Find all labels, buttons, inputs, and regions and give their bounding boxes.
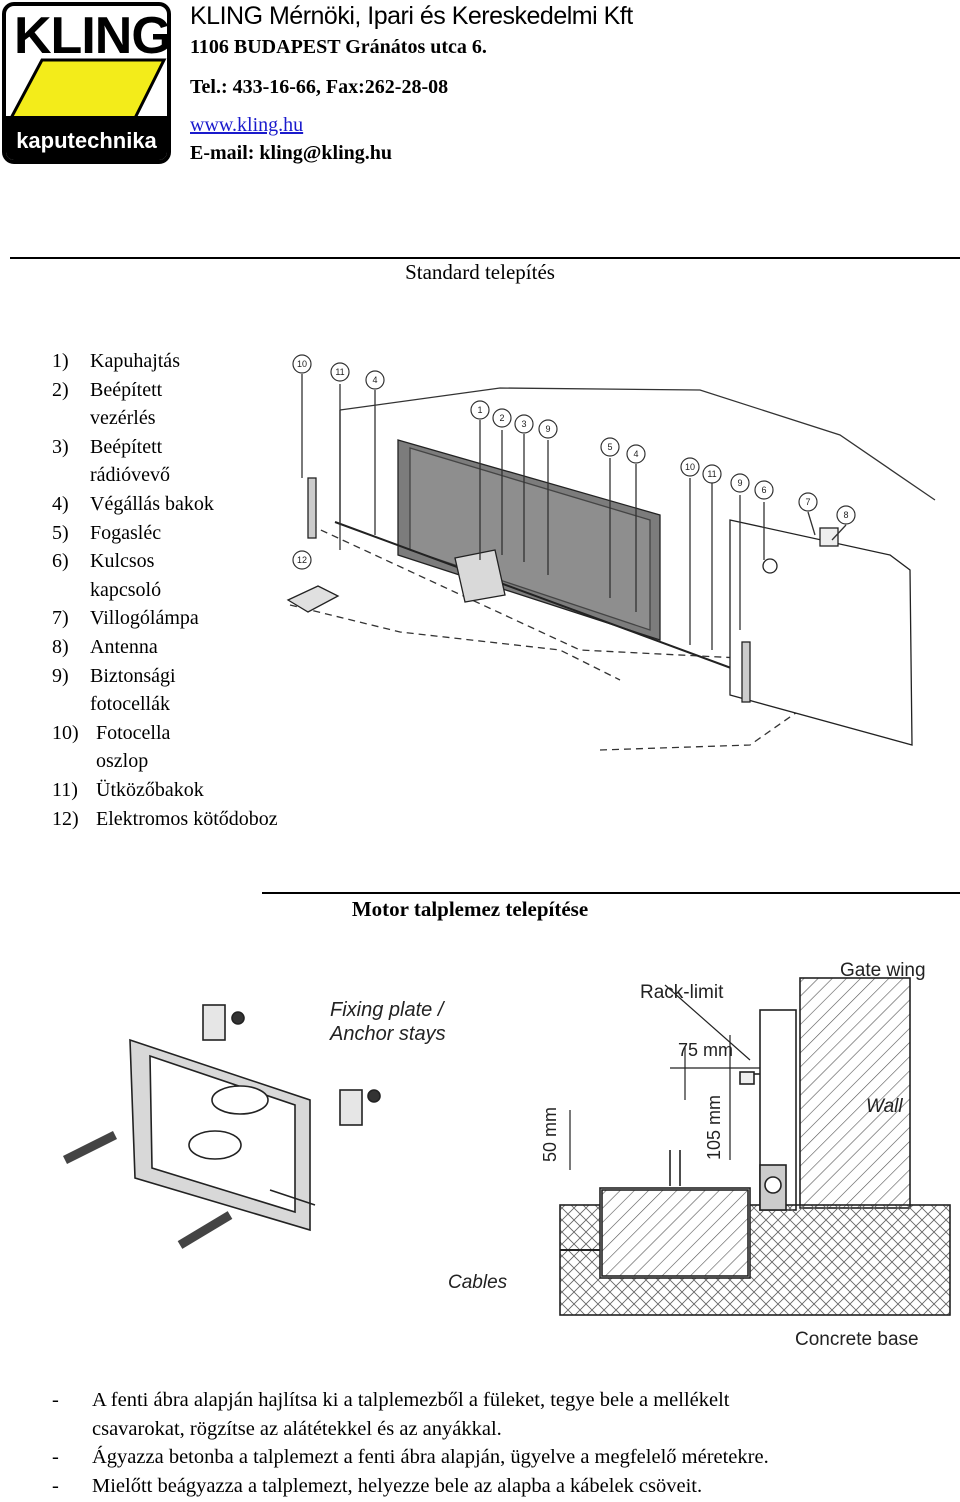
section2-title: Motor talplemez telepítése — [351, 897, 589, 921]
step-item: -Mielőtt beágyazza a talplemezt, helyezz… — [52, 1474, 703, 1497]
installation-steps: -A fenti ábra alapján hajlítsa ki a talp… — [52, 1386, 952, 1500]
callout-9: 9 — [545, 424, 550, 434]
wall-label: Wall — [866, 1096, 903, 1117]
step-item: csavarokat, rögzítse az alátétekkel és a… — [92, 1417, 502, 1440]
legend-item: 2)Beépített — [52, 378, 163, 401]
company-email: E-mail: kling@kling.hu — [190, 142, 393, 164]
fixing-plate-label: Fixing plate / — [330, 999, 446, 1021]
callout-11b: 11 — [707, 469, 716, 479]
logo-subtitle: kaputechnika — [16, 128, 157, 153]
legend-item: 6)Kulcsos — [52, 550, 155, 573]
legend-item: 8)Antenna — [52, 635, 158, 658]
legend-item: 12)Elektromos kötődoboz — [52, 807, 278, 830]
anchor-stays-label: Anchor stays — [329, 1023, 446, 1045]
legend-item: kapcsoló — [90, 578, 162, 601]
logo-bar — [6, 116, 167, 160]
cables-label: Cables — [448, 1272, 508, 1293]
legend-item: 7)Villogólámpa — [52, 607, 199, 630]
callout-4: 4 — [372, 375, 377, 385]
standard-installation-diagram: 10 11 4 1 2 3 9 5 4 10 11 9 6 7 8 12 — [286, 354, 936, 751]
logo-word: KLING — [14, 7, 171, 65]
legend-item: rádióvevő — [90, 464, 170, 487]
website-link[interactable]: www.kling.hu — [190, 114, 304, 136]
parts-legend: 1)Kapuhajtás 2)Beépített vezérlés 3)Beép… — [52, 347, 352, 833]
section2-rule — [262, 892, 960, 894]
callout-7: 7 — [805, 497, 810, 507]
callout-11: 11 — [335, 367, 344, 377]
motor-plate-diagram: Fixing plate / Anchor stays Rack-limit G… — [62, 960, 951, 1350]
legend-item: 5)Fogasléc — [52, 521, 162, 544]
legend-item: 10)Fotocella — [52, 721, 171, 744]
callout-3: 3 — [521, 419, 526, 429]
legend-item: 9)Biztonsági — [52, 664, 176, 687]
cross-section-drawing — [559, 977, 951, 1316]
legend-item: 3)Beépített — [52, 435, 163, 458]
legend-item: 11)Ütközőbakok — [52, 778, 204, 801]
fixing-plate-drawing — [62, 1004, 381, 1249]
callout-labels — [292, 354, 856, 570]
step-item: -A fenti ábra alapján hajlítsa ki a talp… — [52, 1389, 730, 1411]
legend-item: vezérlés — [90, 407, 156, 430]
concrete-base-label: Concrete base — [795, 1329, 919, 1350]
logo-yellow-parallelogram — [7, 58, 167, 122]
legend-item: 4)Végállás bakok — [52, 492, 214, 515]
dim-75mm-label: 75 mm — [678, 1040, 733, 1060]
callout-6: 6 — [761, 485, 766, 495]
callout-12: 12 — [297, 555, 307, 565]
rack-limit-label: Rack-limit — [640, 982, 724, 1003]
dim-105mm-label: 105 mm — [704, 1095, 724, 1160]
callout-1: 1 — [477, 405, 482, 415]
section1-title: Standard telepítés — [405, 260, 555, 284]
callout-2: 2 — [499, 413, 504, 423]
legend-item: oszlop — [96, 750, 149, 773]
callout-4b: 4 — [633, 449, 638, 459]
legend-item: 1)Kapuhajtás — [52, 350, 180, 372]
section1-rule — [10, 257, 960, 259]
step-item: -Ágyazza betonba a talplemezt a fenti áb… — [52, 1446, 769, 1469]
company-logo: KLING kaputechnika — [2, 2, 171, 164]
company-address: 1106 BUDAPEST Gránátos utca 6. — [190, 36, 487, 58]
legend-item: fotocellák — [90, 693, 170, 716]
company-phone-fax: Tel.: 433-16-66, Fax:262-28-08 — [190, 76, 449, 98]
gate-wing-label: Gate wing — [840, 960, 926, 981]
company-name: KLING Mérnöki, Ipari és Kereskedelmi Kft — [190, 2, 633, 30]
callout-10: 10 — [297, 359, 307, 369]
dim-50mm-label: 50 mm — [540, 1107, 560, 1162]
callout-10b: 10 — [685, 462, 695, 472]
callout-5: 5 — [607, 442, 612, 452]
callout-9b: 9 — [737, 478, 742, 488]
callout-8: 8 — [843, 510, 848, 520]
